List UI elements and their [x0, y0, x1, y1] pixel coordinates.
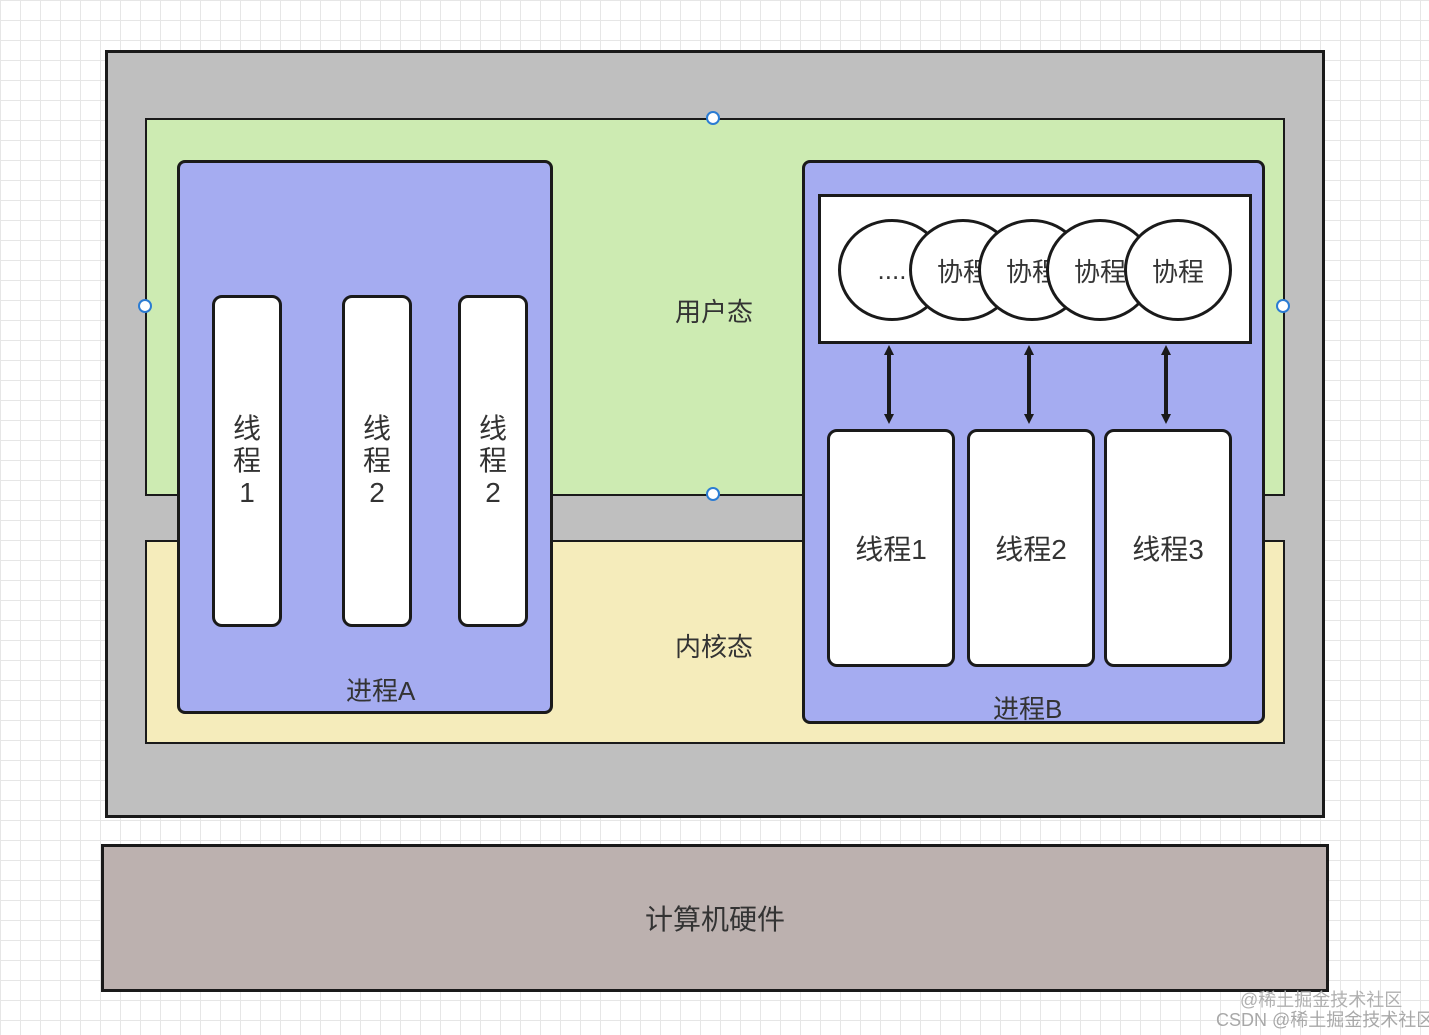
user-mode-label: 用户态	[675, 297, 754, 327]
process-b-thread-1[interactable]: 线程1	[827, 429, 955, 667]
process-b-thread-3[interactable]: 线程3	[1104, 429, 1232, 667]
thread-char: 2	[369, 477, 385, 508]
kernel-mode-label: 内核态	[675, 632, 754, 662]
process-b-box[interactable]: .... 协程 协程 协程 协程 线程1 线程2 线程3 进程B	[802, 160, 1265, 724]
process-a-label: 进程A	[346, 676, 416, 706]
hardware-label: 计算机硬件	[644, 904, 785, 935]
process-a-thread-2[interactable]: 线 程 2	[342, 295, 412, 627]
selection-handle-left[interactable]	[138, 299, 152, 313]
process-a-box[interactable]: 线 程 1 线 程 2 线 程 2 进程A	[177, 160, 553, 714]
selection-handle-top[interactable]	[706, 111, 720, 125]
watermark-line-2: CSDN @稀土掘金技术社区	[1216, 1010, 1429, 1030]
process-a-thread-1[interactable]: 线 程 1	[212, 295, 282, 627]
coroutine-container[interactable]: .... 协程 协程 协程 协程	[818, 194, 1252, 344]
thread-char: 程	[362, 445, 391, 476]
process-b-thread-2[interactable]: 线程2	[967, 429, 1095, 667]
hardware-box[interactable]: 计算机硬件	[101, 844, 1329, 992]
thread-char: 1	[239, 477, 255, 508]
thread-char: 线	[478, 413, 507, 444]
coroutine-node[interactable]: 协程	[1124, 219, 1232, 321]
thread-char: 2	[485, 477, 501, 508]
thread-char: 线	[232, 413, 261, 444]
watermark-line-1: @稀土掘金技术社区	[1240, 990, 1403, 1010]
thread-char: 线	[362, 413, 391, 444]
thread-char: 程	[232, 445, 261, 476]
selection-handle-right[interactable]	[1276, 299, 1290, 313]
process-a-thread-3[interactable]: 线 程 2	[458, 295, 528, 627]
process-b-label: 进程B	[993, 694, 1063, 724]
selection-handle-bottom[interactable]	[706, 487, 720, 501]
thread-char: 程	[478, 445, 507, 476]
